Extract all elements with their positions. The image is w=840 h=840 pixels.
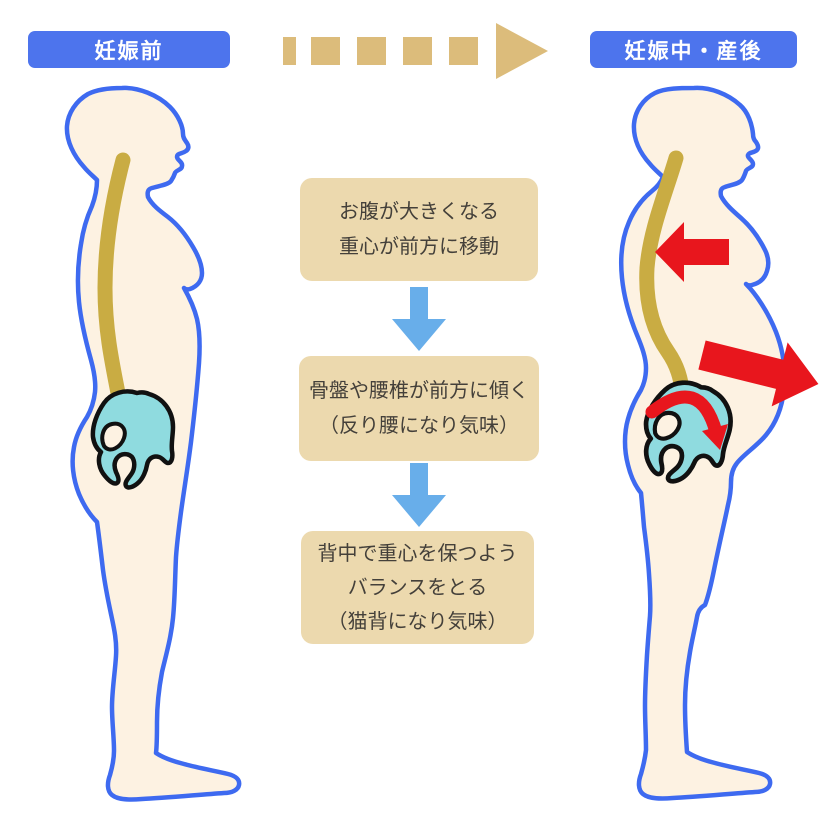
flow-step-1-line-1: お腹が大きくなる (339, 200, 499, 223)
flow-step-2-line-2: （反り腰になり気味） (319, 414, 519, 437)
red-rotation-arrow-icon (645, 390, 728, 450)
flow-step-3-line-3: （猫背になり気味） (327, 610, 508, 633)
pregnant-figure (619, 85, 819, 801)
stage-label-before: 妊娠前 (28, 31, 230, 68)
red-force-arrow-right-icon (698, 340, 819, 407)
pre-pregnancy-figure (64, 85, 242, 802)
flow-step-2-line-1: 骨盤や腰椎が前方に傾く (309, 379, 529, 402)
flow-step-2: 骨盤や腰椎が前方に傾く （反り腰になり気味） (299, 356, 539, 461)
pregnant-spine (639, 150, 691, 404)
flow-step-3-line-1: 背中で重心を保つよう (317, 542, 518, 565)
flow-step-3-line-2: バランスをとる (347, 576, 488, 599)
flow-step-1: お腹が大きくなる 重心が前方に移動 (300, 178, 538, 281)
pre-pregnancy-spine (97, 152, 131, 406)
dashed-transition-arrow-icon (283, 23, 548, 79)
stage-label-during-after: 妊娠中・産後 (590, 31, 797, 68)
down-arrow-icon (392, 287, 446, 351)
down-arrow-icon (392, 463, 446, 527)
flow-step-3: 背中で重心を保つよう バランスをとる （猫背になり気味） (301, 531, 534, 644)
flow-step-1-line-2: 重心が前方に移動 (339, 235, 499, 258)
red-force-arrow-left-icon (655, 222, 729, 282)
